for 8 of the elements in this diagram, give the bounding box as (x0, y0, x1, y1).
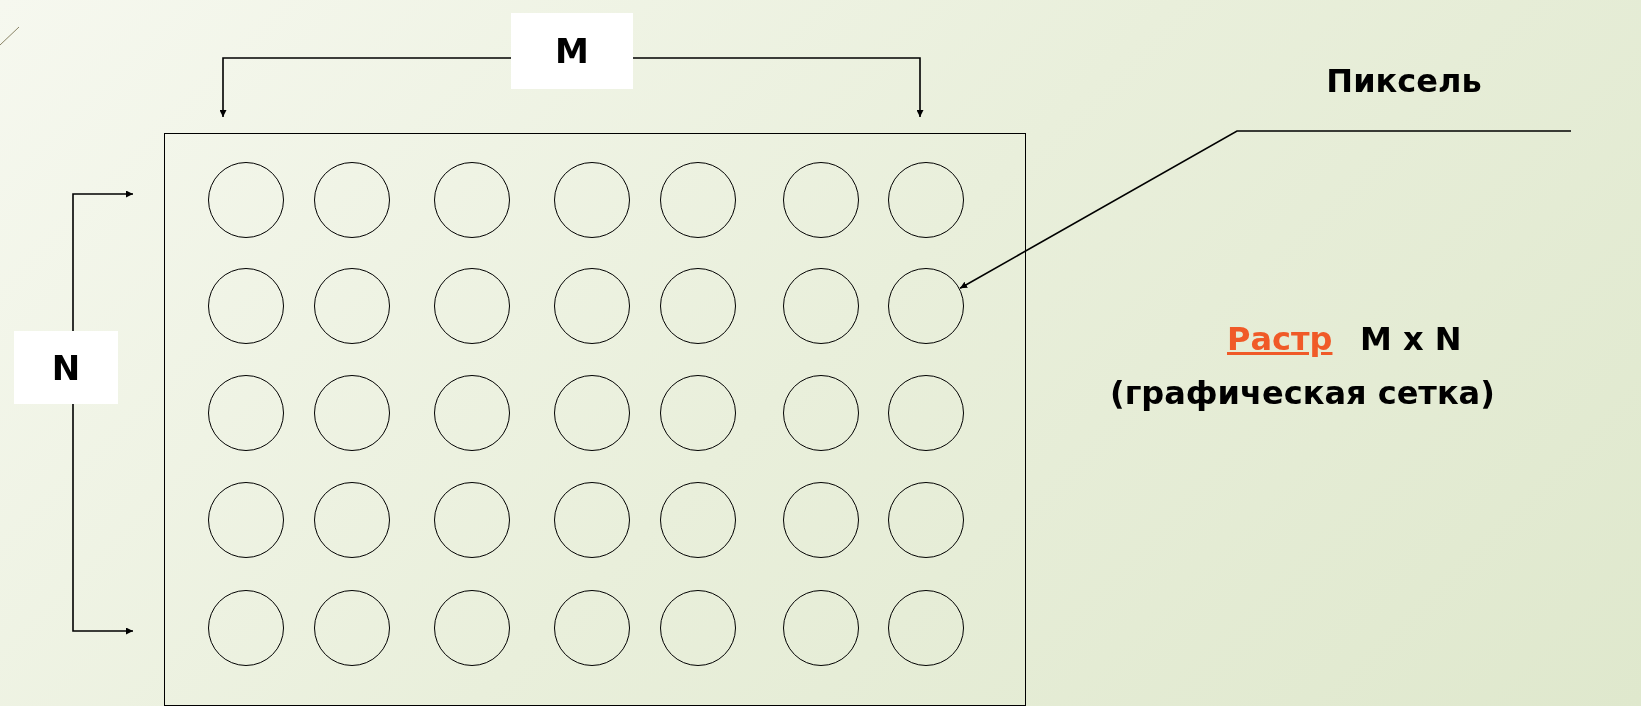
raster-label: M x N (1360, 320, 1462, 358)
link-text: Растр (1227, 320, 1333, 358)
callout-label: Пиксель (1237, 60, 1571, 131)
dimension-label: N (14, 331, 118, 404)
raster-grid-frame (164, 133, 1026, 706)
leader-line (959, 130, 1572, 290)
dimension-label: M (511, 13, 633, 89)
raster-label: (графическая сетка) (1110, 374, 1495, 412)
